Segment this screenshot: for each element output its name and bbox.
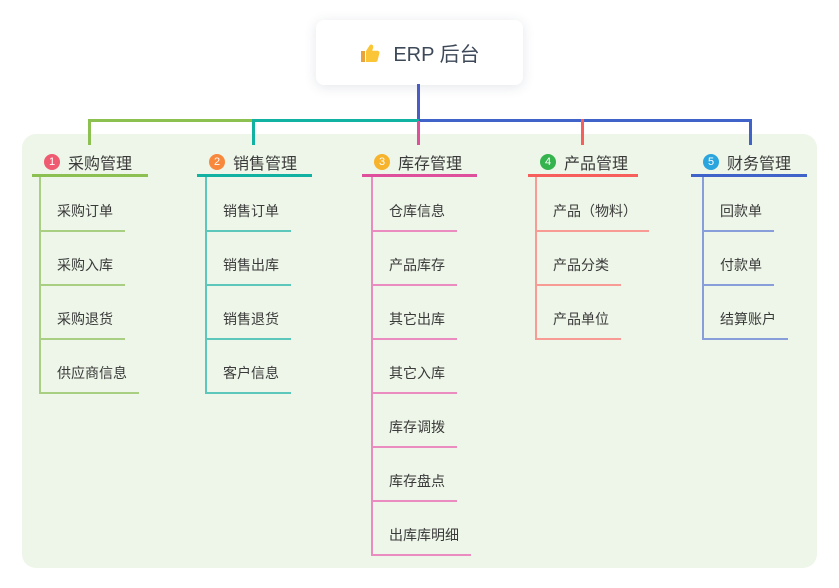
child-node[interactable]: 采购订单 <box>39 202 125 232</box>
branch-number-badge: 4 <box>540 154 556 170</box>
connector-drop-finance <box>749 119 752 145</box>
branch-label: 库存管理 <box>398 156 463 173</box>
branch-number-badge: 3 <box>374 154 390 170</box>
connector-drop-inventory <box>417 121 420 145</box>
child-node[interactable]: 销售退货 <box>205 310 291 340</box>
connector-drop-sales <box>252 119 255 145</box>
child-node[interactable]: 仓库信息 <box>371 202 457 232</box>
branch-spine <box>371 177 373 556</box>
branch-label: 采购管理 <box>68 156 133 173</box>
child-node[interactable]: 付款单 <box>702 256 774 286</box>
connector-bus-right <box>419 119 752 122</box>
child-node[interactable]: 产品库存 <box>371 256 457 286</box>
child-node[interactable]: 供应商信息 <box>39 364 139 394</box>
branch-label: 产品管理 <box>564 156 629 173</box>
child-node[interactable]: 其它出库 <box>371 310 457 340</box>
connector-drop-product <box>581 119 584 145</box>
child-node[interactable]: 出库库明细 <box>371 526 471 556</box>
root-node[interactable]: ERP 后台 <box>316 20 523 85</box>
branch-label: 销售管理 <box>233 156 298 173</box>
branch-node-sales[interactable]: 2 销售管理 <box>197 150 312 177</box>
child-node[interactable]: 产品分类 <box>535 256 621 286</box>
branch-spine <box>702 177 704 340</box>
branches-panel <box>22 134 817 568</box>
connector-bus-purchase <box>88 119 254 122</box>
child-node[interactable]: 库存调拨 <box>371 418 457 448</box>
child-node[interactable]: 结算账户 <box>702 310 788 340</box>
child-node[interactable]: 客户信息 <box>205 364 291 394</box>
branch-node-product[interactable]: 4 产品管理 <box>528 150 638 177</box>
child-node[interactable]: 回款单 <box>702 202 774 232</box>
child-node[interactable]: 采购退货 <box>39 310 125 340</box>
branch-number-badge: 2 <box>209 154 225 170</box>
branch-number-badge: 5 <box>703 154 719 170</box>
child-node[interactable]: 其它入库 <box>371 364 457 394</box>
child-node[interactable]: 产品（物料） <box>535 202 649 232</box>
connector-drop-purchase <box>88 119 91 145</box>
branch-node-purchase[interactable]: 1 采购管理 <box>32 150 148 177</box>
branch-node-finance[interactable]: 5 财务管理 <box>691 150 807 177</box>
thumbs-up-icon <box>359 41 383 65</box>
child-node[interactable]: 产品单位 <box>535 310 621 340</box>
child-node[interactable]: 销售出库 <box>205 256 291 286</box>
connector-bus-sales <box>254 119 419 122</box>
branch-number-badge: 1 <box>44 154 60 170</box>
child-node[interactable]: 采购入库 <box>39 256 125 286</box>
branch-node-inventory[interactable]: 3 库存管理 <box>362 150 477 177</box>
branch-label: 财务管理 <box>727 156 792 173</box>
child-node[interactable]: 销售订单 <box>205 202 291 232</box>
child-node[interactable]: 库存盘点 <box>371 472 457 502</box>
connector-root <box>417 84 420 121</box>
root-title: ERP 后台 <box>393 44 480 66</box>
branch-spine <box>535 177 537 340</box>
